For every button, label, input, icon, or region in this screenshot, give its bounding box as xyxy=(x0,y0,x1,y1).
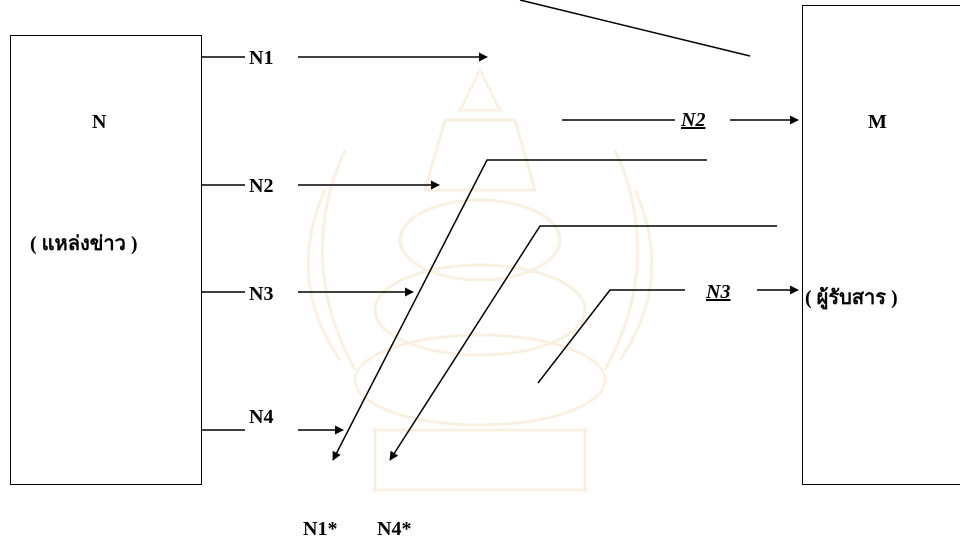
receiver-subtitle: ( ผู้รับสาร ) xyxy=(805,287,898,309)
source-subtitle: ( แหล่งข่าว ) xyxy=(30,233,138,255)
n1-discarded-label: N1* xyxy=(303,518,338,540)
n1-label: N1 xyxy=(249,47,274,69)
source-title: N xyxy=(92,111,107,133)
receiver-box xyxy=(802,5,960,485)
n2-received-label: N2 xyxy=(681,109,706,131)
receiver-title: M xyxy=(868,111,887,133)
top-diagonal xyxy=(519,0,751,57)
n1-rejected-path xyxy=(332,159,707,461)
n4-discarded-label: N4* xyxy=(377,518,412,540)
n3-label: N3 xyxy=(249,283,274,305)
n4-label: N4 xyxy=(249,406,274,428)
n4-rejected-path xyxy=(389,225,777,461)
source-box xyxy=(10,35,202,485)
n3-received-lead xyxy=(537,289,685,384)
n2-label: N2 xyxy=(249,175,274,197)
n3-received-label: N3 xyxy=(706,281,731,303)
